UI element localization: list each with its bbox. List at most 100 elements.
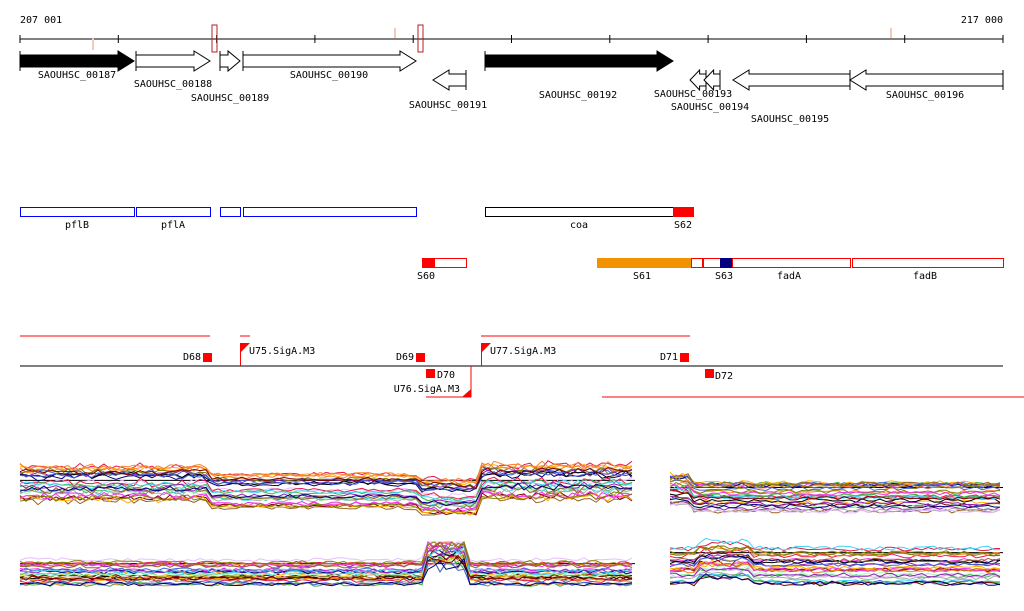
gene-arrow — [703, 68, 721, 92]
ruler-start-label: 207 001 — [20, 15, 62, 26]
operon-box — [485, 207, 674, 217]
gene-arrow — [219, 49, 241, 73]
expression-trace — [19, 470, 633, 493]
segment-label: S61 — [633, 271, 651, 282]
expression-trace — [669, 478, 1001, 489]
operon-box — [243, 207, 417, 217]
feature-label: D72 — [715, 371, 733, 382]
expression-trace — [19, 552, 633, 577]
terminator-marker — [203, 353, 212, 362]
segment-box — [597, 258, 692, 268]
expression-trace — [669, 495, 1001, 508]
promoter-flag — [462, 389, 471, 397]
expression-trace — [19, 479, 633, 502]
operon-label: coa — [570, 220, 588, 231]
expression-trace — [669, 537, 1001, 551]
segment-track: S60 S61 S63 fadA fadB — [417, 258, 1004, 282]
expression-trace — [19, 546, 633, 573]
feature-label: D71 — [660, 352, 678, 363]
feature-label: D69 — [396, 352, 414, 363]
terminator-marker — [416, 353, 425, 362]
gene-label: SAOUHSC_00193 — [654, 89, 732, 100]
gene-label: SAOUHSC_00188 — [134, 79, 212, 90]
expression-trace — [669, 495, 1001, 507]
expression-trace — [19, 541, 633, 567]
segment-box — [732, 258, 851, 268]
operon-box — [220, 207, 241, 217]
expression-trace — [669, 474, 1001, 489]
expression-trace — [19, 460, 633, 484]
expression-trace — [19, 557, 633, 587]
expression-trace — [19, 490, 633, 513]
expression-trace — [669, 482, 1001, 495]
ruler-end-label: 217 000 — [961, 15, 1003, 26]
expression-trace — [19, 541, 633, 563]
terminator-marker — [426, 369, 435, 378]
feature-label: D70 — [437, 370, 455, 381]
expression-trace — [19, 541, 633, 566]
operon-label: S62 — [674, 220, 692, 231]
expression-trace — [19, 560, 633, 586]
gene-arrow — [689, 68, 707, 92]
gene-arrow — [849, 69, 1004, 91]
segment-label: S60 — [417, 271, 435, 282]
feature-label: U75.SigA.M3 — [249, 346, 315, 357]
expression-trace — [669, 544, 1001, 557]
feature-label: U77.SigA.M3 — [490, 346, 556, 357]
segment-box — [422, 258, 435, 268]
expression-trace — [19, 554, 633, 581]
gene-arrow — [732, 69, 851, 91]
segment-label: fadB — [913, 271, 937, 282]
expression-trace — [669, 498, 1001, 509]
expression-trace — [19, 553, 633, 580]
expression-trace — [670, 489, 1001, 501]
expression-trace — [19, 466, 633, 490]
expression-trace — [669, 545, 1001, 556]
gene-label: SAOUHSC_00196 — [886, 90, 964, 101]
expression-trace — [669, 486, 1001, 500]
operon-box — [673, 207, 694, 217]
gene-arrow — [432, 69, 467, 91]
expression-trace — [669, 561, 1001, 573]
feature-label: D68 — [183, 352, 201, 363]
highlight-box — [211, 24, 218, 53]
expression-trace — [669, 501, 1001, 514]
highlight-box — [417, 24, 424, 53]
expression-trace — [19, 484, 633, 509]
segment-box — [703, 258, 721, 268]
expression-trace — [669, 471, 1001, 485]
promoter-flag — [240, 343, 250, 353]
expression-trace — [669, 557, 1001, 568]
expression-trace — [669, 565, 1001, 577]
gene-label: SAOUHSC_00190 — [290, 70, 368, 81]
operon-label: pflB — [65, 220, 89, 231]
gene-arrow — [242, 50, 417, 72]
ruler — [19, 24, 1004, 53]
gene-arrow — [135, 50, 211, 72]
gene-arrow — [19, 50, 135, 72]
expression-trace — [669, 566, 1001, 578]
expression-trace — [19, 491, 633, 515]
promoter-flag — [481, 343, 491, 353]
expression-trace — [669, 473, 1001, 487]
segment-label: S63 — [715, 271, 733, 282]
operon-label: pflA — [161, 220, 185, 231]
expression-trace — [19, 469, 633, 492]
segment-label: fadA — [777, 271, 801, 282]
expression-trace — [669, 551, 1001, 563]
expression-trace — [669, 491, 1001, 503]
expression-trace — [19, 541, 633, 569]
expression-trace — [19, 484, 633, 507]
gene-label: SAOUHSC_00187 — [38, 70, 116, 81]
expression-trace — [19, 491, 633, 516]
gene-label: SAOUHSC_00189 — [191, 93, 269, 104]
expression-trace — [19, 482, 633, 506]
gene-label: SAOUHSC_00195 — [751, 114, 829, 125]
gene-label: SAOUHSC_00191 — [409, 100, 487, 111]
segment-box — [434, 258, 467, 268]
expression-trace — [669, 554, 1001, 567]
feature-label: U76.SigA.M3 — [394, 384, 460, 395]
